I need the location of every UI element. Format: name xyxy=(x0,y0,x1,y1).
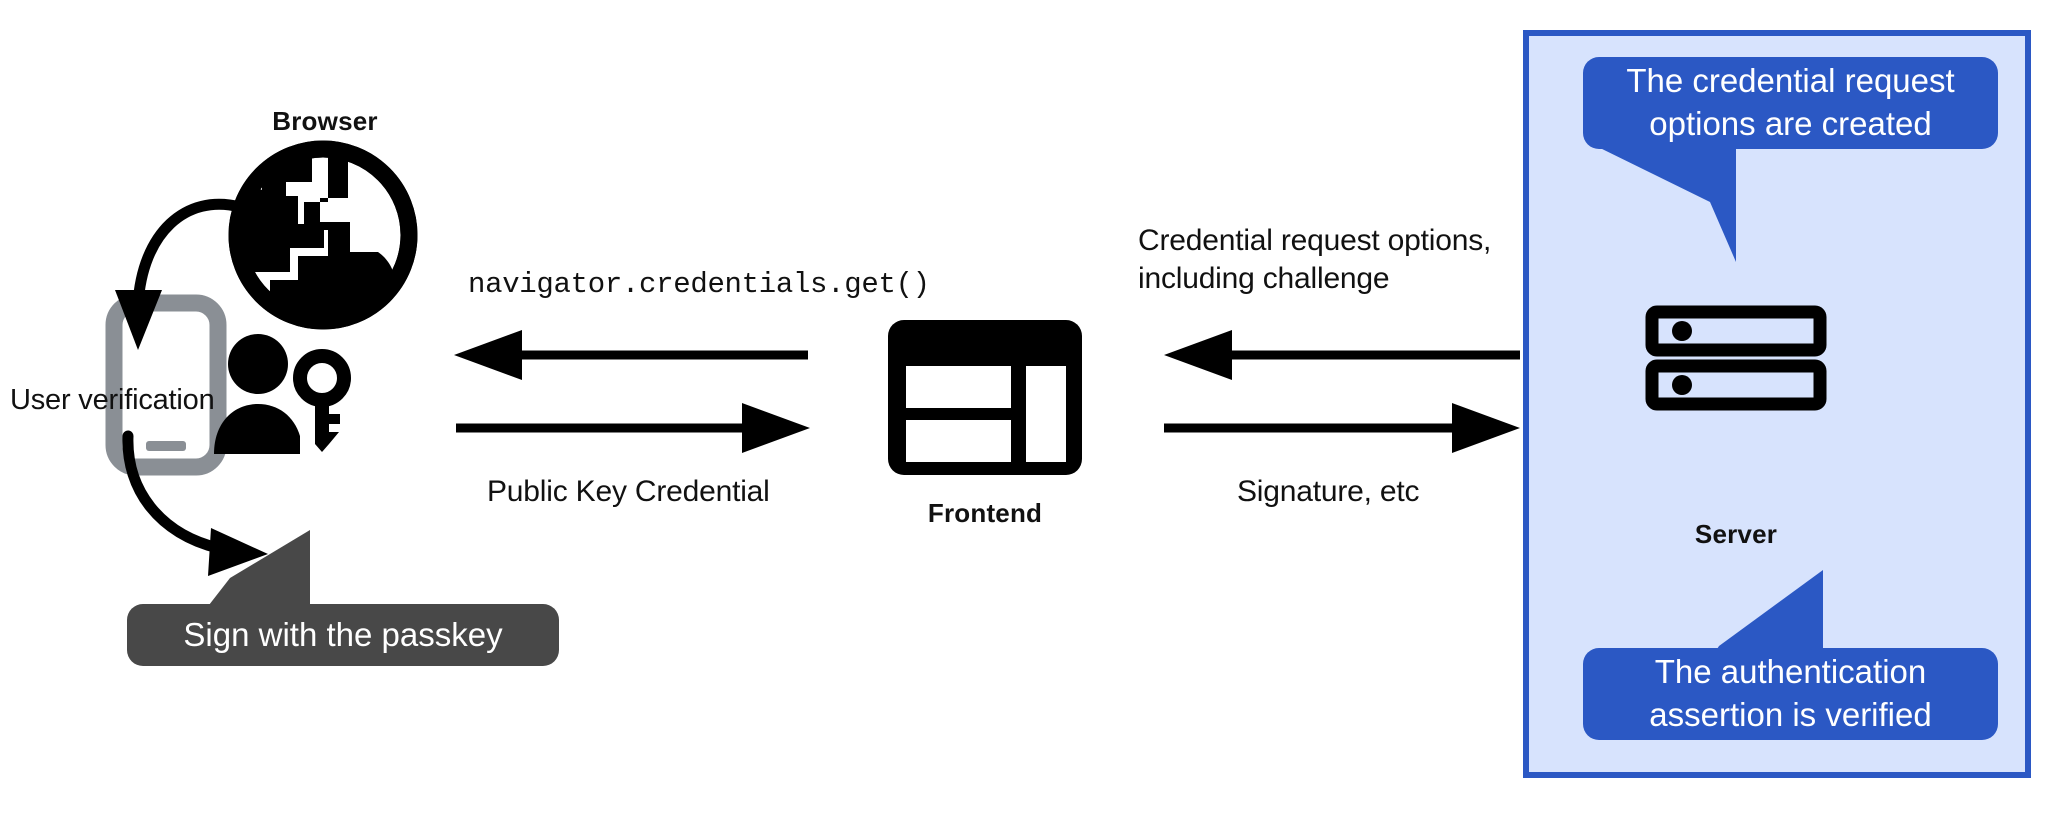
browser-window-icon xyxy=(888,320,1082,475)
credential-request-callout-tail xyxy=(1596,140,1736,262)
browser-label: Browser xyxy=(272,106,378,136)
server-label: Server xyxy=(1694,519,1778,549)
person-with-key-icon xyxy=(214,334,351,454)
mobile-phone-icon xyxy=(105,294,227,476)
server-to-frontend-arrow xyxy=(1164,330,1520,380)
user-verification-label: User verification xyxy=(10,384,215,416)
browser-to-frontend-arrow xyxy=(456,403,810,453)
frontend-to-browser-arrow xyxy=(454,330,808,380)
assertion-verified-callout: The authentication assertion is verified xyxy=(1583,648,1998,740)
browser-to-phone-arrow xyxy=(115,198,246,350)
phone-to-user-arrow xyxy=(122,430,268,576)
navigator-credentials-get-label: navigator.credentials.get() xyxy=(468,268,930,301)
globe-icon xyxy=(228,140,418,330)
public-key-credential-label: Public Key Credential xyxy=(487,475,770,508)
frontend-label: Frontend xyxy=(927,498,1043,528)
credential-request-callout: The credential request options are creat… xyxy=(1583,57,1998,149)
frontend-to-server-arrow xyxy=(1164,403,1520,453)
sign-with-passkey-callout-tail xyxy=(202,530,310,614)
signature-etc-label: Signature, etc xyxy=(1237,475,1420,508)
server-rack-icon xyxy=(1645,305,1827,411)
credential-request-options-label: Credential request options, including ch… xyxy=(1138,224,1492,296)
sign-with-passkey-callout: Sign with the passkey xyxy=(127,604,559,666)
